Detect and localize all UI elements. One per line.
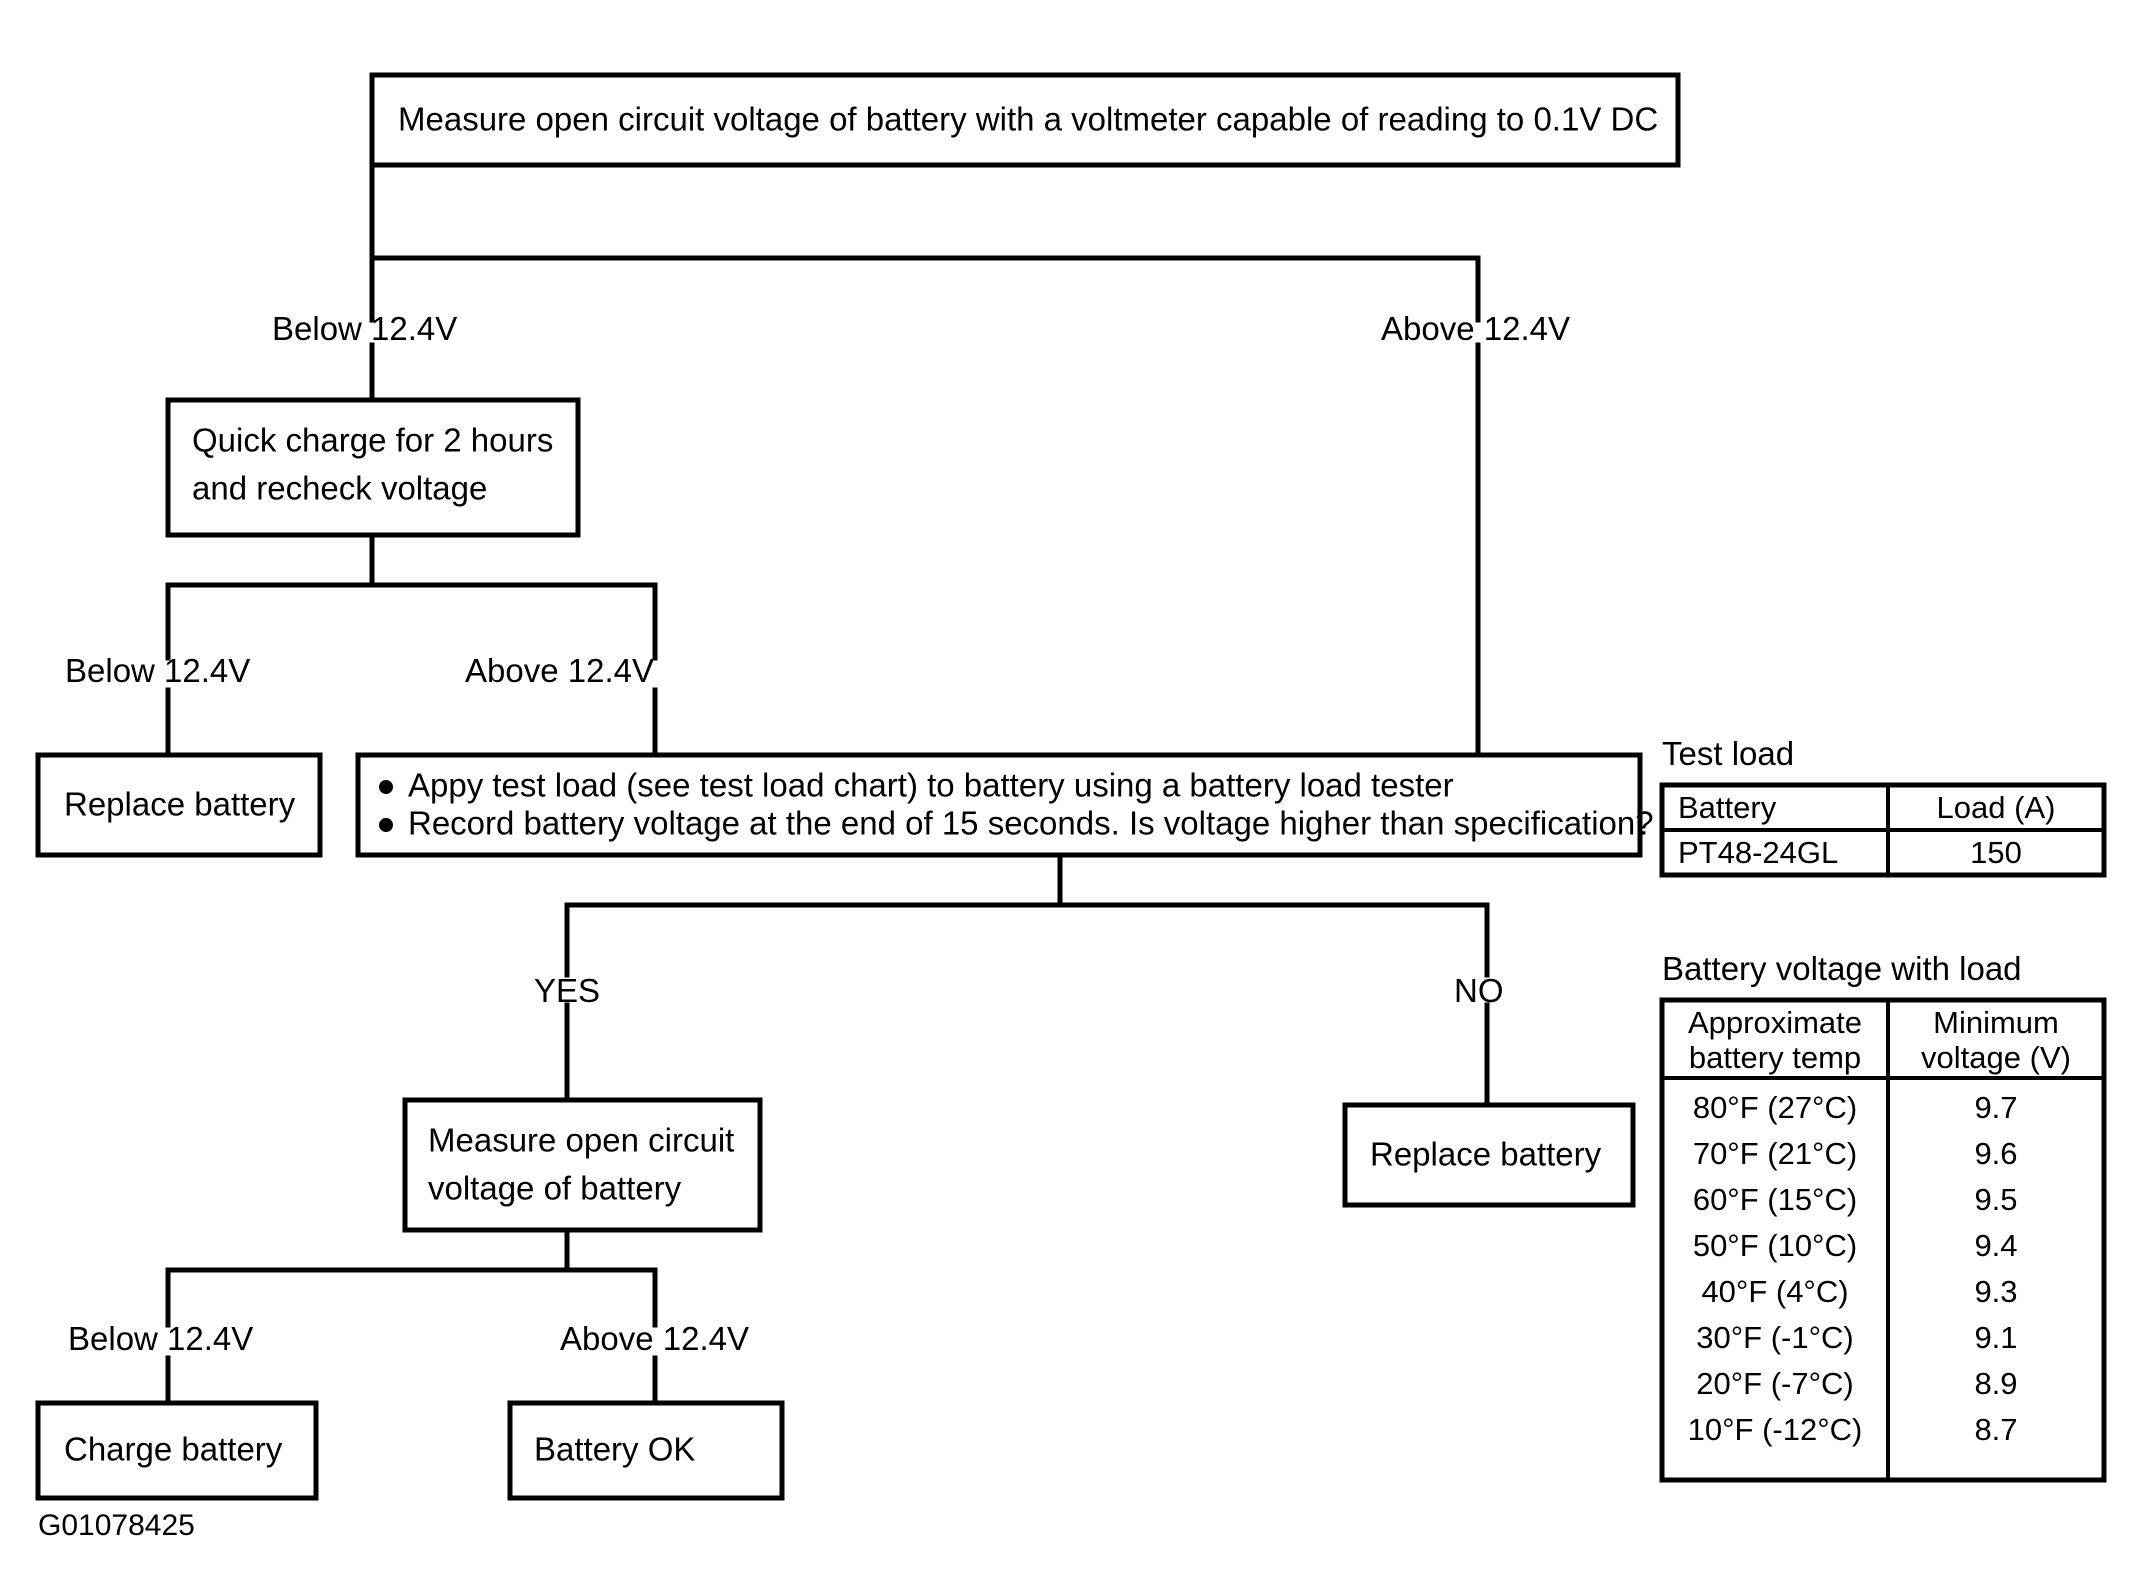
test-load-cell-battery: PT48-24GL [1678, 835, 1838, 870]
test-load-col-header-battery: Battery [1678, 790, 1777, 825]
node-text-line: Measure open circuit voltage of battery … [398, 101, 1658, 138]
edge-label-final-above: Above 12.4V [560, 1320, 749, 1357]
node-apply-load-test[interactable]: Appy test load (see test load chart) to … [355, 752, 1654, 858]
voltage-cell-temp: 80°F (27°C) [1693, 1090, 1857, 1125]
voltage-cell-min: 8.9 [1974, 1366, 2017, 1401]
voltage-cell-min: 9.3 [1974, 1274, 2017, 1309]
voltage-cell-temp: 60°F (15°C) [1693, 1182, 1857, 1217]
voltage-table-caption: Battery voltage with load [1662, 950, 2022, 987]
node-bullet-line: Record battery voltage at the end of 15 … [408, 805, 1654, 842]
node-replace-battery-right[interactable]: Replace battery [1342, 1102, 1636, 1208]
test-load-cell-load: 150 [1970, 835, 2022, 870]
voltage-cell-temp: 30°F (-1°C) [1696, 1320, 1853, 1355]
node-text-line: voltage of battery [428, 1170, 682, 1207]
edge-label-load-no: NO [1454, 972, 1504, 1009]
node-box-rect [35, 1400, 319, 1501]
edge-label-recheck-below: Below 12.4V [65, 652, 250, 689]
node-measure-open-circuit-voltage-top[interactable]: Measure open circuit voltage of battery … [369, 72, 1681, 168]
node-box-rect [402, 1097, 763, 1233]
edge-label-top-below: Below 12.4V [272, 310, 457, 347]
voltage-col-header-temp-l2: battery temp [1689, 1040, 1861, 1075]
node-text-line: Replace battery [64, 786, 296, 823]
connector-layer [165, 162, 1490, 1406]
node-box-rect [355, 752, 1643, 858]
node-box-rect [35, 752, 323, 858]
node-text-line: Replace battery [1370, 1136, 1602, 1173]
node-text-line: Measure open circuit [428, 1122, 734, 1159]
edge-label-top-above: Above 12.4V [1381, 310, 1570, 347]
voltage-cell-temp: 50°F (10°C) [1693, 1228, 1857, 1263]
voltage-cell-min: 9.4 [1974, 1228, 2017, 1263]
bullet-icon [379, 780, 393, 794]
node-box-rect [507, 1400, 785, 1501]
node-text-line: and recheck voltage [192, 470, 487, 507]
voltage-cell-temp: 20°F (-7°C) [1696, 1366, 1853, 1401]
edge-label-load-yes: YES [534, 972, 600, 1009]
node-charge-battery[interactable]: Charge battery [35, 1400, 319, 1501]
voltage-cell-temp: 10°F (-12°C) [1688, 1412, 1863, 1447]
node-text-line: Battery OK [534, 1431, 695, 1468]
voltage-col-header-min-l2: voltage (V) [1921, 1040, 2071, 1075]
node-text-line: Quick charge for 2 hours [192, 422, 553, 459]
test-load-table: Test load Battery Load (A) PT48-24GL 150 [1659, 735, 2107, 878]
node-bullet-line: Appy test load (see test load chart) to … [408, 767, 1454, 804]
voltage-col-header-temp-l1: Approximate [1688, 1005, 1862, 1040]
node-text-line: Charge battery [64, 1431, 283, 1468]
edge-label-layer: Below 12.4V Above 12.4V Below 12.4V Abov… [65, 310, 1570, 1357]
voltage-cell-temp: 70°F (21°C) [1693, 1136, 1857, 1171]
voltage-cell-min: 9.7 [1974, 1090, 2017, 1125]
node-box-rect [1342, 1102, 1636, 1208]
voltage-cell-temp: 40°F (4°C) [1701, 1274, 1848, 1309]
bullet-icon [379, 818, 393, 832]
edge-label-final-below: Below 12.4V [68, 1320, 253, 1357]
figure-code: G01078425 [38, 1509, 195, 1542]
node-measure-open-circuit-voltage-second[interactable]: Measure open circuit voltage of battery [402, 1097, 763, 1233]
battery-voltage-table: Battery voltage with load Approximate ba… [1659, 950, 2107, 1483]
voltage-cell-min: 8.7 [1974, 1412, 2017, 1447]
node-replace-battery-left[interactable]: Replace battery [35, 752, 323, 858]
voltage-col-header-min-l1: Minimum [1933, 1005, 2059, 1040]
test-load-caption: Test load [1662, 735, 1794, 772]
node-battery-ok[interactable]: Battery OK [507, 1400, 785, 1501]
voltage-cell-min: 9.1 [1974, 1320, 2017, 1355]
node-box-rect [369, 72, 1681, 168]
voltage-cell-min: 9.5 [1974, 1182, 2017, 1217]
voltage-cell-min: 9.6 [1974, 1136, 2017, 1171]
edge-label-recheck-above: Above 12.4V [465, 652, 654, 689]
test-load-col-header-load: Load (A) [1937, 790, 2056, 825]
node-box-rect [165, 397, 581, 538]
node-quick-charge[interactable]: Quick charge for 2 hours and recheck vol… [165, 397, 581, 538]
